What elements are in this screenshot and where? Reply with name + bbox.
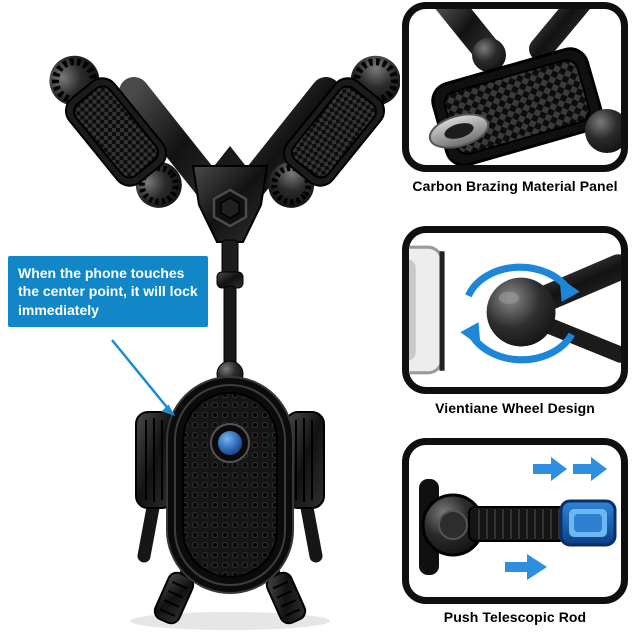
side-knob xyxy=(585,109,621,153)
telescopic-arm xyxy=(216,239,244,388)
telescopic-rod-photo xyxy=(419,457,617,580)
panel-caption-carbon: Carbon Brazing Material Panel xyxy=(412,178,618,194)
mount-base xyxy=(419,479,485,575)
panel-caption-rod: Push Telescopic Rod xyxy=(443,609,587,625)
phone-cradle xyxy=(166,376,294,594)
panel-carbon-material xyxy=(402,2,628,172)
ball-joint-photo xyxy=(409,245,621,375)
panel-caption-wheel: Vientiane Wheel Design xyxy=(435,400,595,416)
side-grip-left xyxy=(135,411,175,509)
panel-telescopic-rod xyxy=(402,438,628,604)
product-photo xyxy=(49,55,400,630)
clamp-arms-closeup xyxy=(435,9,590,72)
mirror-clamp-right xyxy=(268,55,400,208)
callout-text: When the phone touches the center point,… xyxy=(18,265,198,318)
center-hub xyxy=(191,165,269,243)
holder-edge xyxy=(409,245,445,375)
callout-arrow xyxy=(111,339,175,416)
panel-vientiane-wheel xyxy=(402,226,628,394)
carbon-panel-photo xyxy=(428,9,621,165)
right-arrow-icon xyxy=(505,457,607,580)
ball-joint xyxy=(486,254,621,363)
bottom-foot-right xyxy=(265,571,307,625)
metal-oval-knob xyxy=(428,113,490,149)
rotation-arrows-icon xyxy=(460,263,580,364)
bottom-foot-left xyxy=(153,571,195,625)
lock-button xyxy=(218,431,242,455)
callout-box: When the phone touches the center point,… xyxy=(8,256,208,328)
mirror-clamp-left xyxy=(49,55,182,208)
blue-connector xyxy=(559,499,617,547)
ribbed-rod xyxy=(468,506,566,542)
